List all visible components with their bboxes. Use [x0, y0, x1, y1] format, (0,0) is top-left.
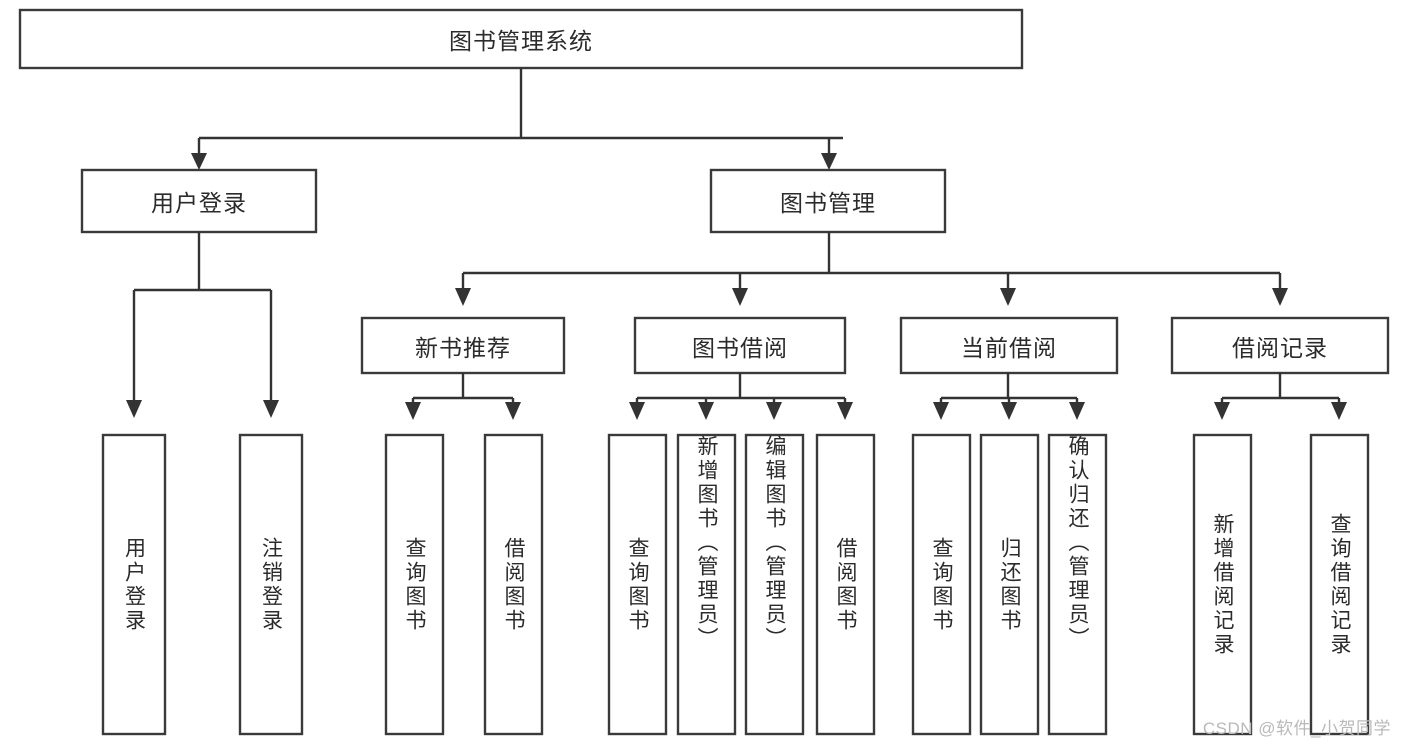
leafbox-logout[interactable]	[238, 433, 304, 736]
arrow-head-current-leaf2	[1001, 402, 1017, 420]
arrow-head-current	[1000, 288, 1016, 306]
node-book-borrow[interactable]	[633, 316, 847, 375]
leafbox-confirm-return-admin[interactable]	[1047, 433, 1108, 736]
leafbox-add-book-admin[interactable]	[676, 433, 737, 736]
arrow-head-record	[1272, 288, 1288, 306]
arrow-head-current-leaf1	[933, 402, 949, 420]
leafbox-user-login[interactable]	[101, 433, 167, 736]
arrow-head-newbook	[455, 288, 471, 306]
node-borrow-record[interactable]	[1170, 316, 1390, 375]
node-root-system[interactable]	[18, 8, 1024, 70]
arrow-head-book-mgmt	[821, 153, 837, 170]
arrow-head-borrow	[732, 288, 748, 306]
arrow-head-newbook-leaf1	[405, 402, 421, 420]
leafbox-return-book[interactable]	[979, 433, 1040, 736]
arrow-head-record-leaf1	[1214, 402, 1230, 420]
arrow-head-borrow-leaf1	[629, 402, 645, 420]
node-current-borrow[interactable]	[899, 316, 1119, 375]
arrow-head-leaf-user-login	[126, 400, 142, 418]
arrow-head-user-login	[191, 153, 207, 170]
arrow-head-borrow-leaf2	[698, 402, 714, 420]
leafbox-query-book-1[interactable]	[384, 433, 445, 736]
arrow-head-borrow-leaf3	[766, 402, 782, 420]
leafbox-add-borrow-record[interactable]	[1192, 433, 1253, 736]
leafbox-query-borrow-record[interactable]	[1309, 433, 1370, 736]
leafbox-borrow-book-2[interactable]	[815, 433, 876, 736]
arrow-head-current-leaf3	[1069, 402, 1085, 420]
leafbox-query-book-2[interactable]	[607, 433, 668, 736]
leafbox-borrow-book-1[interactable]	[483, 433, 544, 736]
arrow-head-leaf-logout	[263, 400, 279, 418]
leafbox-edit-book-admin[interactable]	[744, 433, 805, 736]
node-book-management[interactable]	[709, 168, 947, 234]
arrow-head-borrow-leaf4	[837, 402, 853, 420]
node-user-login[interactable]	[80, 168, 318, 234]
arrow-head-record-leaf2	[1331, 402, 1347, 420]
node-new-book-recommend[interactable]	[360, 316, 566, 375]
leafbox-query-book-3[interactable]	[911, 433, 972, 736]
arrow-head-newbook-leaf2	[505, 402, 521, 420]
